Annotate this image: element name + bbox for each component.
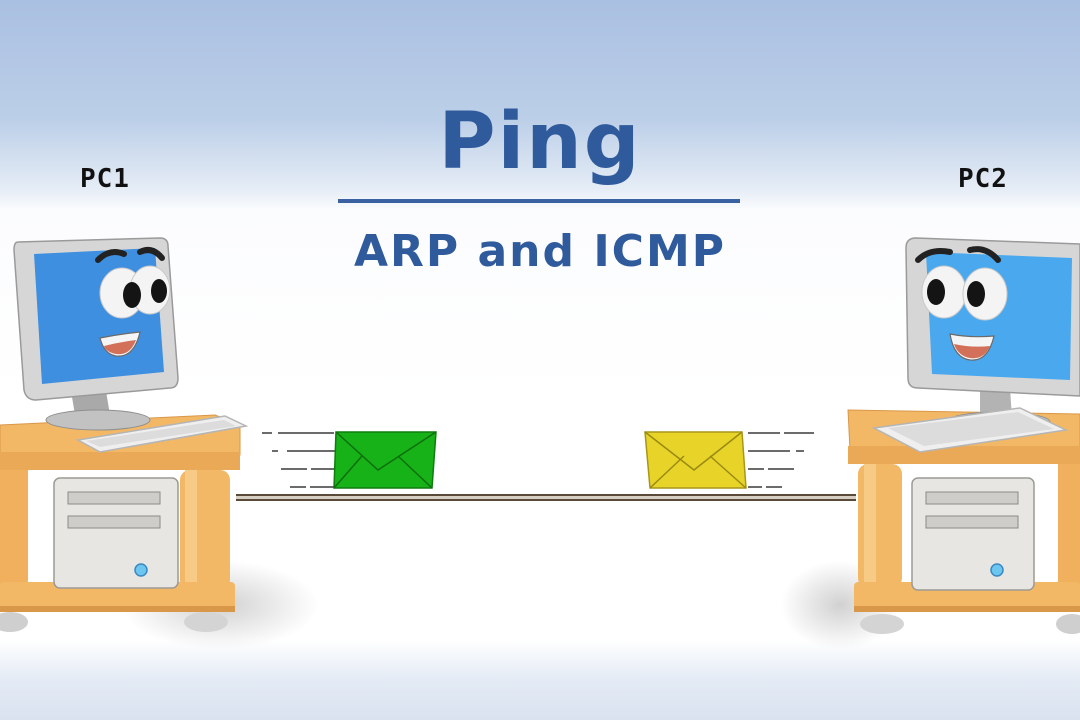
- motion-line: [766, 486, 782, 488]
- motion-line: [311, 468, 335, 470]
- motion-line: [748, 468, 764, 470]
- network-cable: [236, 494, 856, 501]
- motion-line: [281, 468, 307, 470]
- motion-line: [262, 432, 272, 434]
- pc1-workstation: [0, 230, 250, 640]
- pc2-computer-icon: [847, 237, 1080, 634]
- pc2-workstation: [840, 230, 1080, 640]
- pc1-label: PC1: [80, 164, 130, 194]
- motion-line: [287, 450, 337, 452]
- title-divider: [338, 199, 740, 203]
- motion-line: [272, 450, 278, 452]
- motion-line: [796, 450, 804, 452]
- pc2-label: PC2: [958, 164, 1008, 194]
- envelope-icon: [333, 431, 437, 489]
- diagram-subtitle: ARP and ICMP: [353, 226, 727, 277]
- motion-line: [784, 432, 814, 434]
- pc1-computer-icon: [0, 237, 249, 632]
- motion-line: [748, 486, 762, 488]
- motion-line: [290, 486, 306, 488]
- motion-line: [278, 432, 334, 434]
- diagram-title: Ping: [438, 97, 642, 187]
- packet-arp-request: [332, 430, 440, 490]
- motion-line: [748, 450, 790, 452]
- packet-reply: [642, 430, 750, 490]
- envelope-icon: [644, 431, 747, 489]
- motion-line: [768, 468, 794, 470]
- motion-line: [748, 432, 780, 434]
- motion-line: [310, 486, 334, 488]
